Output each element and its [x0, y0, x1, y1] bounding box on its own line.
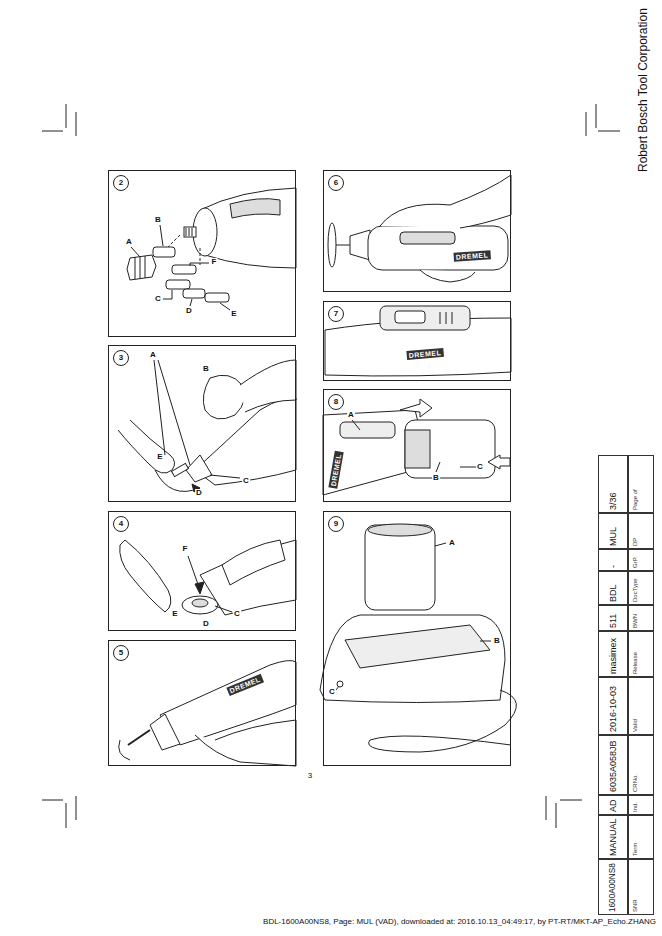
- callout-letter: A: [125, 238, 133, 246]
- table-cell-box: Release: [628, 631, 654, 677]
- table-value: 1600A00NS8: [608, 863, 617, 912]
- table-header: BWN: [632, 614, 638, 628]
- table-value: AD: [608, 799, 618, 812]
- table-value: -: [608, 565, 618, 568]
- callout-letter: B: [493, 637, 501, 645]
- figure-panel: 5: [108, 640, 296, 766]
- figure-8-art: [323, 399, 510, 495]
- table-header: Term: [632, 843, 638, 856]
- table-cell-box: 2016-10-03: [598, 677, 628, 735]
- table-cell-box: Term: [628, 815, 654, 859]
- callout-letter: A: [149, 351, 157, 359]
- table-cell-box: MUL: [598, 513, 628, 549]
- table-cell-box: GrP.: [628, 549, 654, 571]
- figure-panel: 8: [323, 389, 511, 502]
- table-cell-box: Page of: [628, 455, 654, 513]
- table-value: BDL: [608, 584, 618, 602]
- figure-panel: 7: [323, 301, 511, 381]
- callout-letter: C: [242, 477, 250, 485]
- table-cell-box: Valid: [628, 677, 654, 735]
- table-cell-box: MANUAL: [598, 815, 628, 859]
- table-header: Valid: [632, 719, 638, 732]
- table-header: SNR: [632, 899, 638, 912]
- table-cell-box: 6035A058JB: [598, 735, 628, 795]
- figure-number: 5: [113, 645, 129, 661]
- table-value: MUL: [608, 527, 618, 546]
- callout-letter: F: [182, 545, 189, 553]
- callout-letter: C: [233, 610, 241, 618]
- callout-letter: C: [154, 295, 162, 303]
- table-header: DocType: [632, 578, 638, 602]
- table-cell-box: BDL: [598, 571, 628, 605]
- table-cell-box: DP: [628, 513, 654, 549]
- table-cell-box: 1600A00NS8: [598, 859, 628, 915]
- table-value: masimex: [608, 638, 618, 674]
- table-cell-box: CRNo.: [628, 735, 654, 795]
- page-number: 3: [308, 772, 312, 780]
- figure-number: 9: [328, 516, 344, 532]
- table-cell-box: masimex: [598, 631, 628, 677]
- table-cell-box: SNR: [628, 859, 654, 915]
- figure-9-art: [320, 524, 516, 752]
- callout-letter: B: [432, 474, 440, 482]
- table-cell-box: BWN: [628, 605, 654, 631]
- table-header: CRNo.: [632, 774, 638, 792]
- figure-3-art: [118, 360, 296, 492]
- table-cell-box: 511: [598, 605, 628, 631]
- figure-panel: 6: [323, 170, 511, 292]
- figure-2-art: [127, 188, 296, 310]
- company-name: Robert Bosch Tool Corporation: [636, 8, 650, 172]
- figure-number: 8: [328, 394, 344, 410]
- figure-4-art: [120, 540, 296, 615]
- callout-letter: C: [476, 463, 484, 471]
- table-value: MANUAL: [608, 818, 618, 856]
- callout-letter: A: [448, 539, 456, 547]
- figure-panel: 9: [323, 511, 511, 766]
- document-info-table: 1600A00NS8 MANUAL AD 6035A058JB 2016-10-03 ma…: [598, 455, 654, 915]
- table-value: 2016-10-03: [608, 686, 618, 732]
- table-header: DP: [632, 538, 638, 546]
- table-header: Release: [632, 652, 638, 674]
- callout-letter: D: [202, 620, 210, 628]
- callout-letter: D: [185, 307, 193, 315]
- figure-number: 4: [113, 516, 129, 532]
- callout-letter: D: [195, 489, 203, 497]
- figure-6-art: [328, 175, 511, 282]
- callout-letter: E: [171, 610, 178, 618]
- table-value: 3/36: [608, 492, 618, 510]
- table-cell-box: 3/36: [598, 455, 628, 513]
- callout-letter: B: [154, 216, 162, 224]
- table-value: 6035A058JB: [608, 740, 618, 792]
- table-cell-box: AD: [598, 795, 628, 815]
- callout-letter: A: [347, 411, 355, 419]
- figure-panel: 2: [108, 170, 296, 337]
- table-header: Ind.: [632, 802, 638, 812]
- figure-number: 6: [328, 175, 344, 191]
- figure-5-art: [119, 661, 296, 766]
- company-name-holder: Robert Bosch Tool Corporation: [633, 8, 651, 172]
- table-header: Page of: [632, 489, 638, 510]
- figure-number: 3: [113, 350, 129, 366]
- figure-number: 7: [328, 306, 344, 322]
- download-footer: BDL-1600A00NS8, Page: MUL (VAD), downloa…: [263, 918, 656, 926]
- table-header: GrP.: [632, 556, 638, 568]
- figure-number: 2: [113, 175, 129, 191]
- callout-letter: C: [328, 688, 336, 696]
- table-value: 511: [608, 614, 618, 628]
- callout-letter: B: [202, 365, 210, 373]
- callout-letter: F: [211, 258, 218, 266]
- crop-marks: [42, 104, 620, 828]
- callout-letter: E: [230, 310, 237, 318]
- figure-panel: 4: [108, 511, 296, 631]
- figure-7-art: [325, 306, 511, 376]
- table-cell-box: Ind.: [628, 795, 654, 815]
- table-cell-box: -: [598, 549, 628, 571]
- table-cell-box: DocType: [628, 571, 654, 605]
- callout-letter: E: [156, 453, 163, 461]
